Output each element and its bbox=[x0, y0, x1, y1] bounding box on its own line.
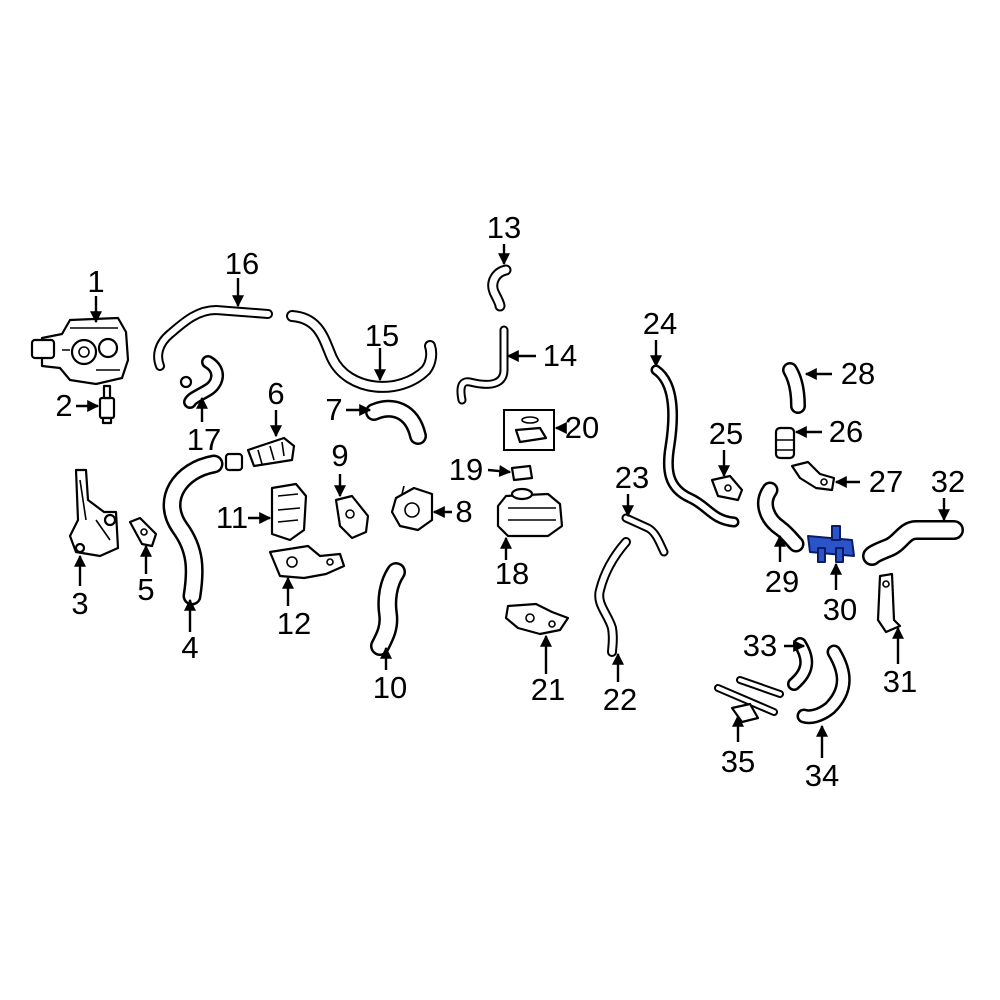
callout-30: 30 bbox=[823, 592, 857, 627]
part-33-hose[interactable] bbox=[787, 637, 814, 691]
part-19-pad[interactable] bbox=[510, 464, 534, 482]
part-9-bracket[interactable] bbox=[334, 494, 370, 540]
callout-20: 20 bbox=[565, 410, 599, 445]
callout-6: 6 bbox=[267, 376, 284, 411]
part-34-hose[interactable] bbox=[796, 644, 851, 725]
part-32-large-hose[interactable] bbox=[862, 520, 964, 566]
callout-9: 9 bbox=[331, 438, 348, 473]
callout-5: 5 bbox=[137, 572, 154, 607]
part-11-module[interactable] bbox=[270, 482, 308, 542]
part-2-sensor[interactable] bbox=[98, 384, 116, 425]
callout-31: 31 bbox=[883, 664, 917, 699]
callout-3: 3 bbox=[71, 586, 88, 621]
callout-8: 8 bbox=[455, 494, 472, 529]
part-7-elbow-hose[interactable] bbox=[365, 399, 427, 445]
callout-13: 13 bbox=[487, 210, 521, 245]
callout-24: 24 bbox=[643, 306, 677, 341]
leader-lines bbox=[74, 244, 950, 758]
callout-11: 11 bbox=[216, 500, 248, 535]
callout-29: 29 bbox=[765, 564, 799, 599]
part-22-hose[interactable] bbox=[594, 537, 631, 657]
callout-18: 18 bbox=[495, 556, 529, 591]
callout-14: 14 bbox=[543, 338, 577, 373]
callout-26: 26 bbox=[829, 414, 863, 449]
part-6-fitting[interactable] bbox=[224, 436, 296, 472]
part-1-water-pump[interactable] bbox=[30, 316, 130, 386]
part-18-reservoir[interactable] bbox=[496, 487, 564, 538]
callout-33: 33 bbox=[743, 628, 777, 663]
callout-7: 7 bbox=[325, 392, 342, 427]
callout-4: 4 bbox=[181, 630, 198, 665]
part-8-pump[interactable] bbox=[390, 485, 434, 532]
callout-21: 21 bbox=[531, 672, 565, 707]
callout-17: 17 bbox=[187, 422, 221, 457]
callout-2: 2 bbox=[55, 388, 72, 423]
part-14-pipe[interactable] bbox=[456, 325, 509, 405]
callout-27: 27 bbox=[869, 464, 903, 499]
part-30-connector-highlighted[interactable] bbox=[807, 525, 855, 563]
callout-22: 22 bbox=[603, 682, 637, 717]
part-17-hose[interactable] bbox=[179, 355, 224, 409]
part-25-bracket[interactable] bbox=[710, 474, 744, 502]
part-31-bracket[interactable] bbox=[876, 572, 902, 634]
part-13-small-hose[interactable] bbox=[487, 264, 512, 312]
part-15-curved-hose[interactable] bbox=[286, 310, 438, 393]
part-27-bracket[interactable] bbox=[790, 460, 836, 492]
callout-12: 12 bbox=[277, 606, 311, 641]
part-3-bracket[interactable] bbox=[68, 468, 120, 558]
part-10-hose[interactable] bbox=[368, 562, 406, 656]
part-28-short-hose[interactable] bbox=[782, 362, 806, 414]
callout-28: 28 bbox=[841, 356, 875, 391]
part-23-hose[interactable] bbox=[621, 513, 669, 557]
part-16-hose[interactable] bbox=[153, 305, 273, 371]
part-24-long-hose[interactable] bbox=[650, 364, 740, 528]
callout-23: 23 bbox=[615, 460, 649, 495]
part-26-fitting[interactable] bbox=[774, 426, 796, 460]
part-29-hose[interactable] bbox=[757, 481, 805, 553]
callout-1: 1 bbox=[87, 264, 104, 299]
callout-10: 10 bbox=[373, 670, 407, 705]
callout-32: 32 bbox=[931, 464, 965, 499]
callout-labels: 1 2 3 4 5 6 7 8 9 10 11 12 13 14 15 16 1… bbox=[55, 210, 965, 793]
part-20-cap-inset[interactable] bbox=[503, 409, 555, 451]
callout-19: 19 bbox=[449, 452, 483, 487]
part-4-hose[interactable] bbox=[162, 454, 224, 606]
callout-16: 16 bbox=[225, 246, 259, 281]
part-35-pipe-assembly[interactable] bbox=[714, 676, 784, 724]
part-5-clip[interactable] bbox=[128, 516, 158, 548]
callout-25: 25 bbox=[709, 416, 743, 451]
part-21-bracket[interactable] bbox=[504, 602, 570, 636]
part-12-bracket-assembly[interactable] bbox=[268, 544, 346, 580]
callout-34: 34 bbox=[805, 758, 839, 793]
callout-15: 15 bbox=[365, 318, 399, 353]
callout-35: 35 bbox=[721, 744, 755, 779]
